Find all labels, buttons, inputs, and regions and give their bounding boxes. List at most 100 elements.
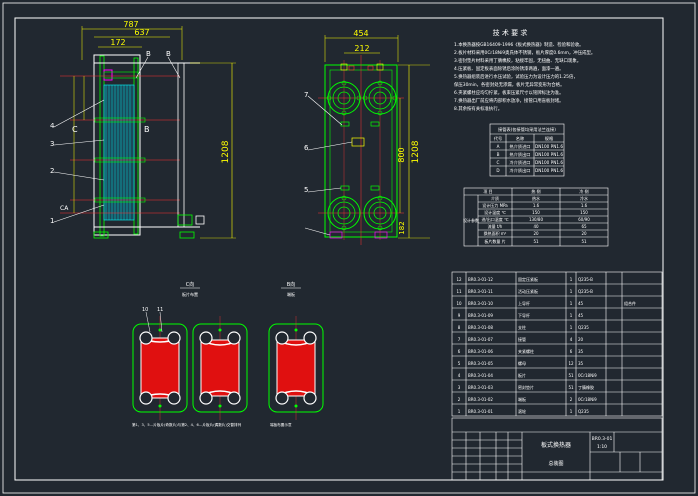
part-no: 1: [458, 409, 461, 414]
tech-req-line: 6.夹紧螺柱应均匀拧紧，板束压紧尺寸以铭牌标注为准。: [454, 89, 564, 96]
design-table: [463, 187, 609, 247]
section-c-title: C向: [186, 281, 195, 288]
part-name: 端板: [518, 396, 526, 402]
part-material: 45: [578, 301, 584, 306]
part-name: 上导杆: [518, 300, 530, 306]
parts-row: 2 BR0.3-01-02 端板 2 0Cr18Ni9: [458, 396, 597, 402]
dim-side-height: 1208: [411, 140, 421, 163]
dim-side-width: 454: [353, 29, 368, 38]
design-cell: 20: [581, 231, 587, 236]
part-material: 35: [578, 361, 584, 366]
parts-row: 6 BR0.3-01-06 夹紧螺柱 6 35: [458, 348, 584, 354]
part-qty: 1: [570, 289, 573, 294]
part-no: 8: [458, 325, 461, 330]
part-code: BR0.3-01-01: [468, 409, 493, 414]
parts-row: 9 BR0.3-01-09 下导杆 1 45: [458, 312, 584, 318]
part-code: BR0.3-01-04: [468, 373, 493, 378]
part-qty: 1: [570, 277, 573, 282]
part-material: Q235-B: [578, 277, 593, 282]
part-qty: 2: [570, 397, 573, 402]
dim-nozzle-pitch: 172: [110, 38, 125, 47]
design-col: 项 目: [483, 188, 492, 194]
dim-bottom-offset: 182: [398, 221, 406, 234]
part-no: 2: [458, 397, 461, 402]
plate-callout: 11: [157, 307, 163, 313]
parts-list: 12 BR0.3-01-12 固定压紧板 1 Q235-B 11 BR0.3-0…: [456, 276, 636, 414]
drawing-scale: 1:10: [597, 444, 607, 450]
parts-row: 1 BR0.3-01-01 滚轮 1 Q235: [458, 408, 590, 414]
nozzle-cell: DN100 PN1.6: [535, 144, 563, 149]
part-material: 丁腈橡胶: [578, 384, 594, 390]
nozzle-col: 规格: [545, 135, 554, 142]
design-cell: 51: [533, 239, 539, 244]
flange-bottom-left: [327, 195, 361, 231]
callout-front: 4: [50, 122, 55, 130]
section-c-sub: 板片布置: [182, 291, 198, 297]
part-name: 下导杆: [518, 312, 530, 318]
design-col: 冷 侧: [579, 188, 588, 194]
design-cell: 冷水: [580, 195, 588, 201]
drawing-title: 板式换热器: [541, 441, 571, 449]
plate-odd: [132, 316, 188, 420]
label-c-view: C: [72, 125, 78, 134]
nozzle-table-header: 接管表(各接管均采用法兰连接): [498, 126, 556, 133]
label-b-view: B: [144, 125, 150, 134]
parts-row: 7 BR0.3-01-07 接管 4 20: [458, 336, 584, 342]
design-col: 热 侧: [531, 188, 540, 194]
end-plate: [268, 316, 324, 420]
nozzle-cell: 冷介质出口: [510, 167, 531, 174]
plate-even: [192, 316, 248, 420]
tech-req-line: 7.换热器出厂前应将内部积水放净，接管口用盲板封堵。: [454, 97, 564, 104]
part-qty: 6: [570, 349, 573, 354]
part-name: 滚轮: [518, 408, 526, 414]
tech-req-line: 8.其余按有关标准执行。: [454, 105, 502, 112]
plate-callout: 10: [142, 307, 148, 313]
flange-top-left: [326, 80, 362, 116]
part-no: 4: [458, 373, 461, 378]
design-group-label: 设计参数: [463, 217, 479, 223]
front-view: 787 637 172: [50, 20, 236, 239]
part-qty: 1: [570, 325, 573, 330]
callout-front: B: [166, 50, 171, 58]
part-qty: 1: [570, 313, 573, 318]
nozzle-cell: 热介质进口: [510, 143, 531, 150]
top-nozzle: [103, 69, 113, 81]
part-qty: 1: [570, 409, 573, 414]
nozzle-cell: 热介质出口: [510, 151, 531, 158]
part-qty: 4: [570, 337, 573, 342]
design-cell: 40: [533, 224, 539, 229]
part-no: 3: [458, 385, 461, 390]
design-cell: 板片数量 片: [484, 238, 505, 244]
plate-caption-right: 端板布置示意: [270, 422, 292, 427]
design-table-text: 项 目 热 侧 冷 侧 设计参数 介质 热水 冷水 设计压力 MPa 1.6 1…: [463, 188, 590, 244]
parts-list-grid: [451, 271, 663, 417]
part-no: 9: [458, 313, 461, 318]
nozzle-cell: 冷介质进口: [510, 159, 531, 166]
part-code: BR0.3-01-10: [468, 301, 493, 306]
parts-row: 5 BR0.3-01-05 螺母 12 35: [458, 360, 584, 366]
design-cell: 51: [581, 239, 587, 244]
title-block-grid: [451, 417, 663, 481]
dim-inner-width: 637: [134, 28, 149, 37]
part-no: 7: [458, 337, 461, 342]
parts-row: 12 BR0.3-01-12 固定压紧板 1 Q235-B: [456, 276, 593, 282]
design-cell: 流量 t/h: [488, 223, 503, 229]
nozzle-cell: DN100 PN1.6: [535, 160, 563, 165]
callout-side: 5: [304, 186, 308, 194]
design-cell: 换热面积 m²: [484, 230, 507, 236]
nozzle-cell: C: [497, 160, 500, 165]
nozzle-cell: A: [497, 144, 500, 149]
tech-req-line: 5.换热器组装后进行水压试验，试验压力为设计压力的1.25倍，: [454, 73, 578, 80]
parts-row: 10 BR0.3-01-10 上导杆 1 45 组合件: [456, 300, 636, 306]
part-qty: 51: [568, 385, 574, 390]
dim-overall-width: 787: [123, 20, 138, 29]
part-name: 支柱: [518, 324, 526, 330]
callout-front: 2: [50, 167, 54, 175]
design-cell: 65: [581, 224, 587, 229]
section-b-sub: 端板: [287, 291, 295, 297]
part-code: BR0.3-01-07: [468, 337, 493, 342]
part-name: 固定压紧板: [518, 276, 538, 282]
parts-row: 4 BR0.3-01-04 板片 51 0Cr18Ni9: [458, 372, 597, 378]
